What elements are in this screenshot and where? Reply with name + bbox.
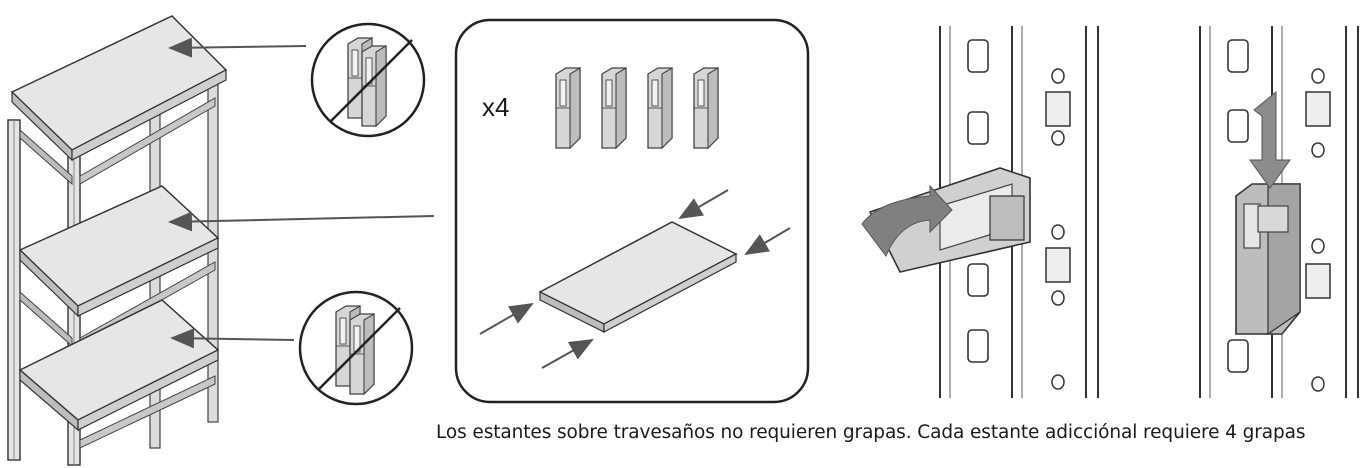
arrow-middle-shelf (168, 211, 435, 232)
down-arrow-icon (1249, 90, 1291, 189)
caption-text: Los estantes sobre travesaños no requier… (436, 422, 1306, 443)
arrow-bottom-shelf (170, 328, 295, 349)
no-clip-bottom-icon (298, 290, 414, 406)
arrow-shelf-top-edge (678, 189, 729, 220)
shelf-panel-icon (538, 221, 738, 333)
arrow-top-shelf (168, 37, 307, 58)
upright-post-detail-2 (1199, 26, 1360, 398)
shelving-unit-icon (7, 15, 228, 466)
clip-kit-panel (454, 18, 810, 404)
arrow-shelf-left-edge (479, 303, 534, 335)
arrow-shelf-bottom-edge (541, 339, 594, 369)
no-clip-top-icon (310, 22, 426, 138)
clip-quantity-label: x4 (482, 92, 510, 122)
upright-post-detail-1 (868, 26, 1100, 398)
arrow-shelf-right-edge (744, 227, 791, 256)
insertion-arrow-icon (861, 184, 953, 258)
